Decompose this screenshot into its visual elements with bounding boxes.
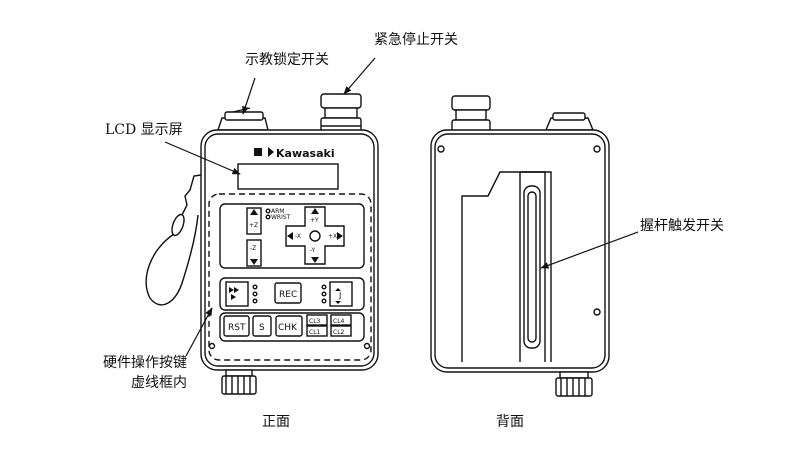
hardware-keys-label-line2: 虚线框内 (131, 375, 187, 391)
back-teach-lock (544, 112, 595, 131)
back-emergency-stop (451, 95, 491, 135)
hardware-key-area (208, 193, 372, 361)
cl2-label: CL2 (333, 329, 345, 336)
key-arrows (229, 208, 343, 304)
front-caption: 正面 (262, 414, 290, 430)
callout-arrows (164, 57, 639, 357)
hardware-keys-label-line1: 硬件操作按键 (103, 355, 187, 371)
lcd-label: LCD 显示屏 (105, 122, 183, 138)
back-bottom-connector (555, 371, 593, 397)
mode-wrist-label: WRIST (271, 214, 291, 221)
cl3-label: CL3 (309, 318, 321, 325)
j-label: J (338, 291, 341, 300)
s-key-label: S (259, 323, 265, 333)
hand-strap (145, 174, 202, 306)
lcd-screen (237, 163, 339, 190)
front-view (145, 93, 379, 395)
teach-lock-arrow (242, 77, 256, 115)
z-minus-label: -Z (250, 245, 256, 252)
back-view (430, 95, 610, 397)
emergency-stop-knob (320, 93, 362, 135)
x-minus-label: -X (295, 233, 301, 240)
rec-key-label: REC (279, 290, 297, 300)
key-labels: ARM WRIST +Z -Z +Y -Y -X +X J CL3 CL1 CL… (249, 208, 345, 336)
chk-key-label: CHK (278, 323, 298, 333)
main-key-labels: REC RST S CHK (228, 290, 298, 333)
back-caption: 背面 (496, 414, 524, 430)
grip-trigger-bar (523, 185, 541, 349)
y-minus-label: -Y (310, 247, 315, 254)
emergency-stop-label: 紧急停止开关 (374, 32, 458, 48)
y-plus-label: +Y (310, 217, 319, 224)
rst-key-label: RST (228, 323, 246, 333)
teach-lock-label: 示教锁定开关 (245, 52, 329, 68)
lcd-arrow (164, 141, 241, 175)
hardware-keys-arrow (185, 307, 213, 357)
bottom-connector (221, 369, 257, 395)
cl4-label: CL4 (333, 318, 345, 325)
emergency-stop-arrow (343, 57, 376, 95)
brand-text: Kawasaki (276, 147, 335, 160)
grip-trigger-label: 握杆触发开关 (640, 218, 724, 234)
x-plus-label: +X (328, 233, 337, 240)
z-plus-label: +Z (249, 222, 258, 229)
teach-lock-switch (217, 107, 269, 131)
grip-trigger-arrow (540, 231, 639, 269)
brand-logo: Kawasaki (254, 147, 335, 160)
cl1-label: CL1 (309, 329, 321, 336)
mode-arm-label: ARM (271, 208, 284, 215)
